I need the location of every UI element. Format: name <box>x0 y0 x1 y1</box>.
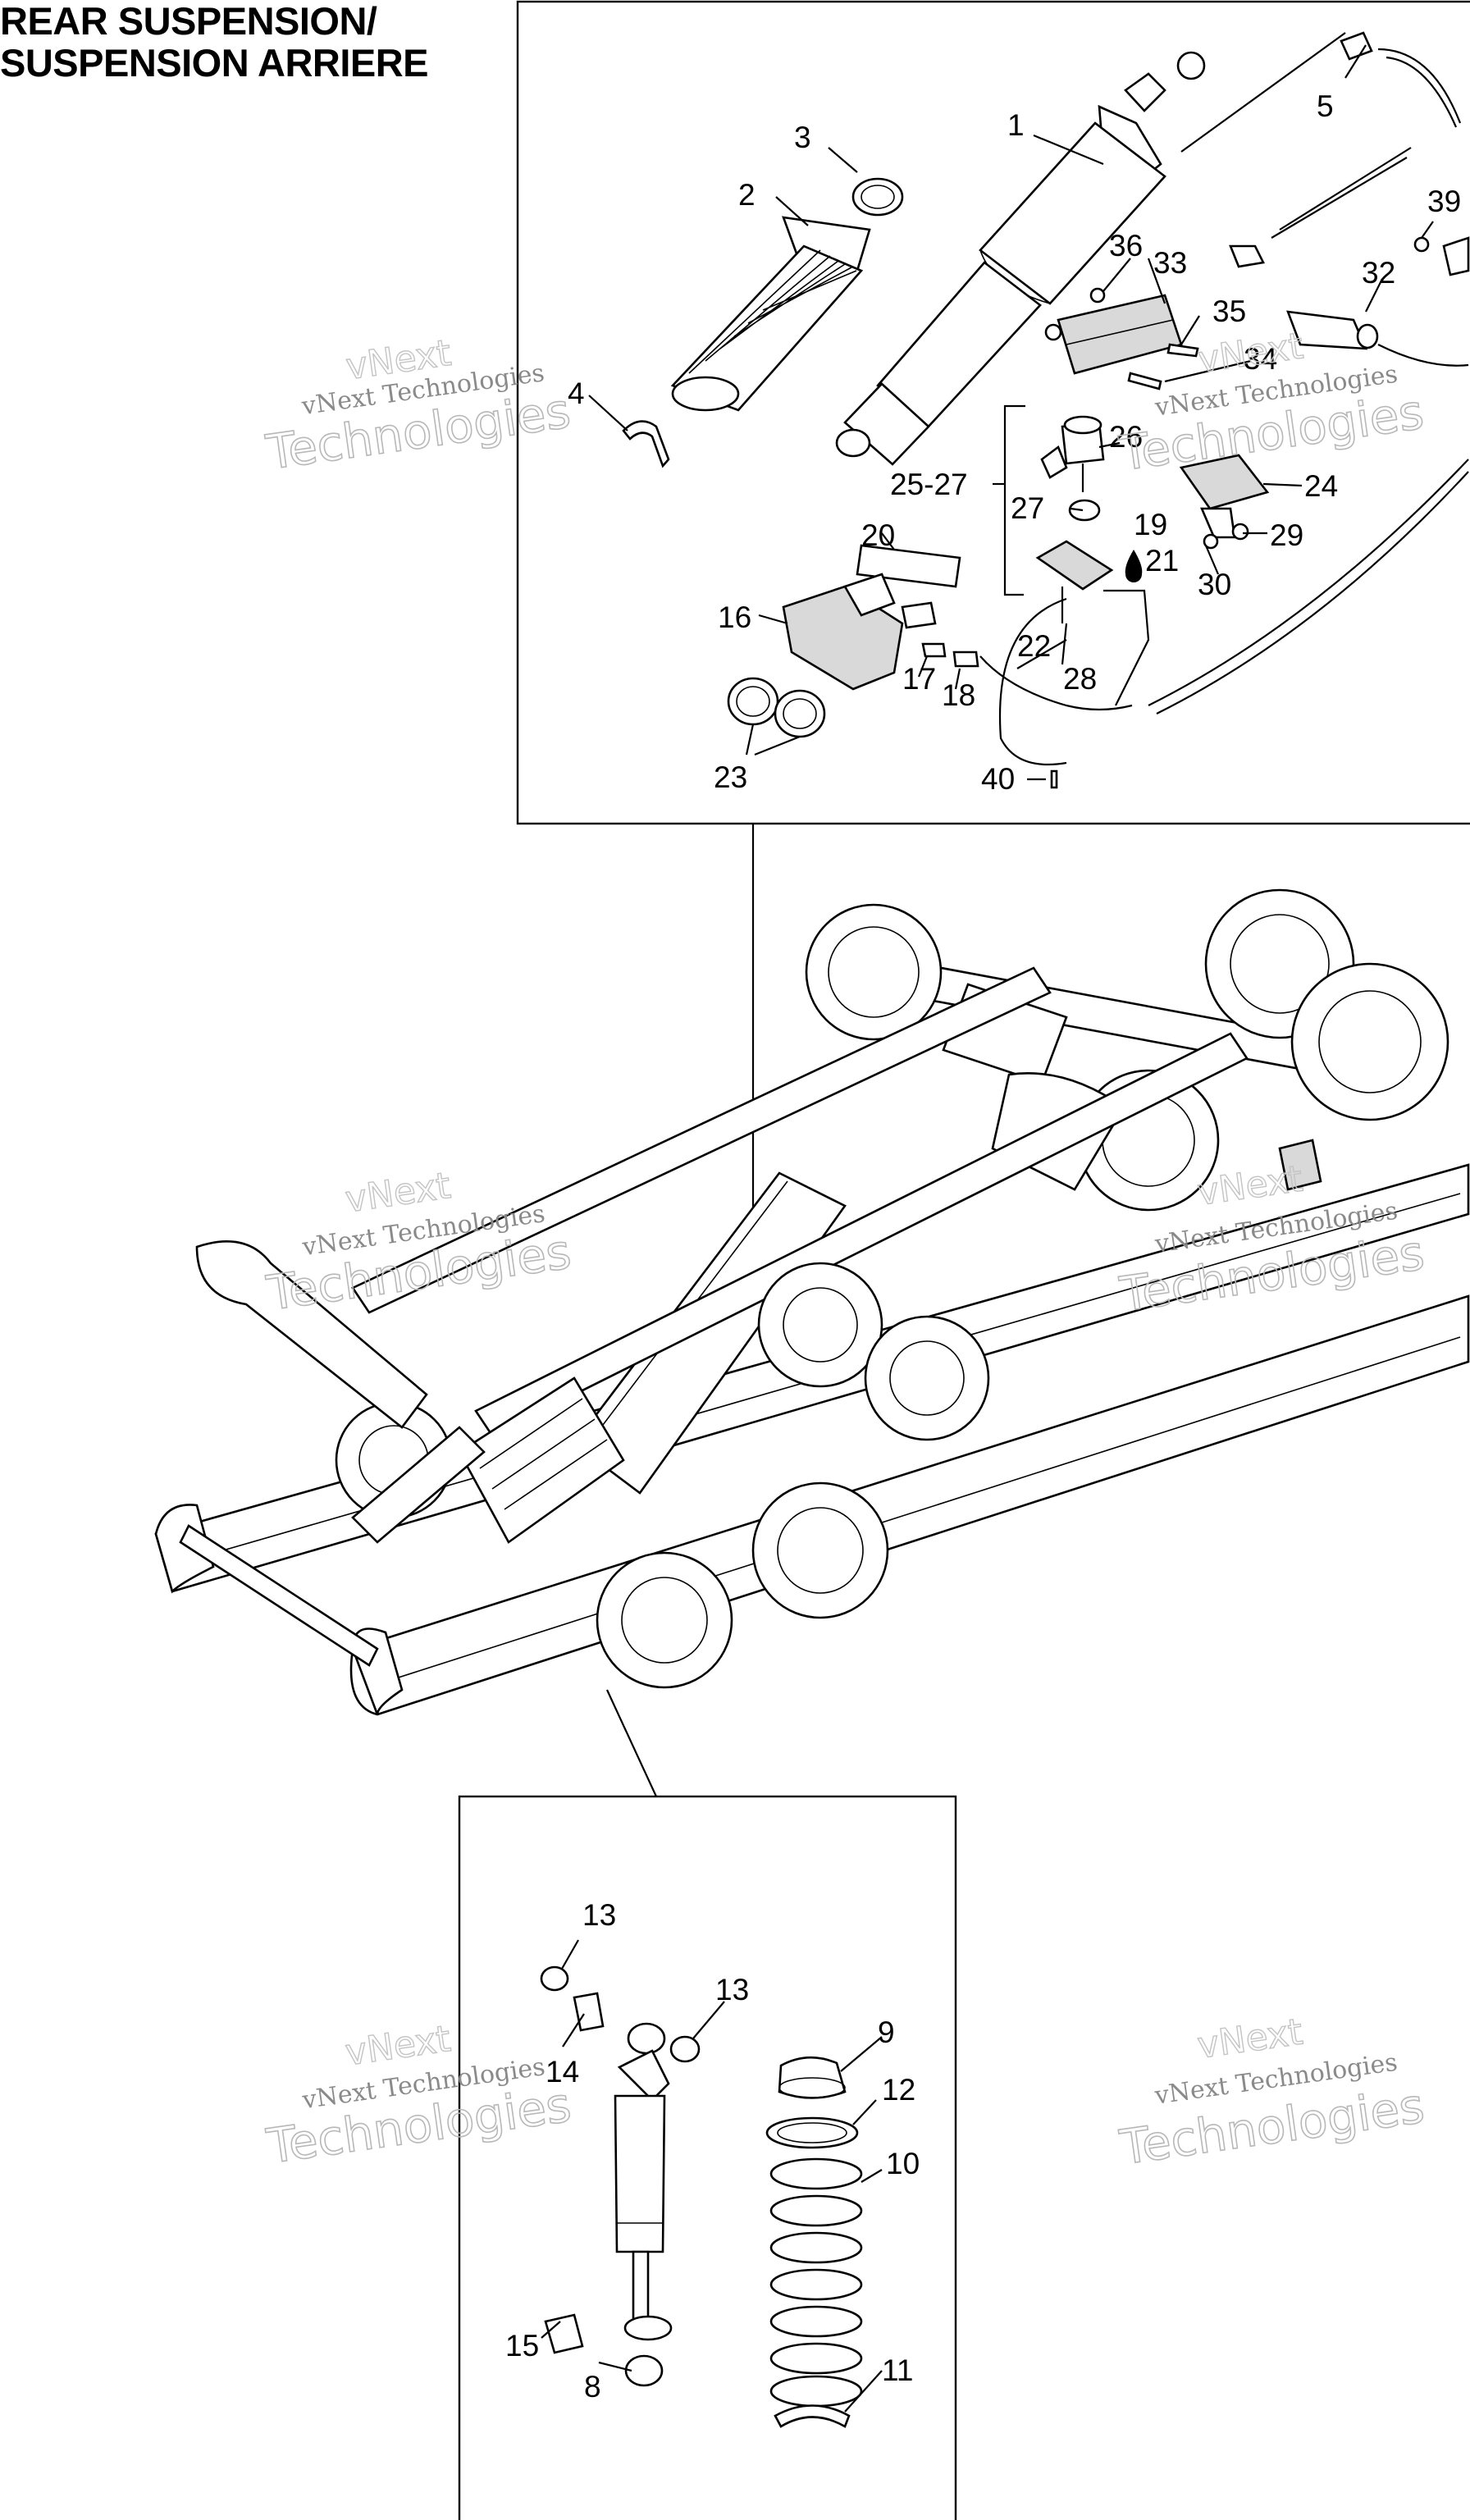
part-2-bellows-boot <box>670 216 871 412</box>
callout-27: 27 <box>1011 491 1044 525</box>
part-13-14-bushings <box>540 1965 701 2063</box>
part-10-coil-spring <box>769 2157 863 2408</box>
callout-24: 24 <box>1304 469 1338 503</box>
watermark-middle-left: vNext vNext Technologies Technologies <box>262 1164 575 1322</box>
callout-8: 8 <box>584 2370 601 2404</box>
callout-21: 21 <box>1145 544 1179 578</box>
callout-11: 11 <box>882 2353 913 2387</box>
callout-28: 28 <box>1063 662 1097 696</box>
svg-text:vNext: vNext <box>343 2018 453 2074</box>
drop-icon <box>1125 550 1143 582</box>
watermark-bottom-right: vNext vNext Technologies Technologies <box>1116 2011 1428 2176</box>
part-4-snap-ring <box>622 420 670 468</box>
callout-15: 15 <box>505 2329 539 2362</box>
callout-30: 30 <box>1198 568 1231 601</box>
callout-23: 23 <box>714 760 747 794</box>
callout-5: 5 <box>1317 89 1334 123</box>
svg-text:vNext: vNext <box>343 1165 453 1221</box>
callout-17: 17 <box>902 662 936 696</box>
part-16-control-module <box>782 573 1133 711</box>
callout-3: 3 <box>794 121 811 154</box>
svg-text:vNext: vNext <box>1195 2011 1305 2066</box>
callout-9: 9 <box>878 2016 895 2049</box>
watermark-bottom-left: vNext vNext Technologies Technologies <box>262 2017 575 2175</box>
callout-10: 10 <box>886 2147 920 2180</box>
part-15-bushing <box>544 2313 584 2354</box>
lower-callouts: 13 13 14 9 12 10 15 8 11 <box>505 1898 920 2404</box>
callout-12: 12 <box>882 2073 915 2107</box>
callout-2: 2 <box>738 178 756 212</box>
upper-callouts: 1 2 3 4 5 36 33 35 34 32 39 26 24 25-27 … <box>568 89 1461 796</box>
callout-36: 36 <box>1109 229 1143 262</box>
callout-13a: 13 <box>582 1898 616 1932</box>
part-1-center-shock <box>835 51 1206 466</box>
part-11-circlip <box>774 2404 851 2428</box>
svg-text:vNext: vNext <box>1195 325 1305 381</box>
part-9-spring-retainer <box>778 2056 847 2099</box>
callout-33: 33 <box>1153 246 1187 280</box>
part-24-bracket <box>1148 454 1469 714</box>
callout-4: 4 <box>568 377 585 410</box>
lower-leader-lines <box>541 1939 883 2413</box>
title-line-french: SUSPENSION ARRIERE <box>0 41 429 84</box>
callout-14: 14 <box>546 2055 579 2089</box>
callout-16: 16 <box>718 600 751 634</box>
callout-26: 26 <box>1109 420 1143 454</box>
callout-19: 19 <box>1134 508 1167 541</box>
upper-leader-lines <box>588 32 1434 781</box>
part-40-pin <box>1050 769 1058 789</box>
part-8-rear-shock <box>614 2022 673 2387</box>
page-title: REAR SUSPENSION/ SUSPENSION ARRIERE <box>0 0 429 84</box>
callout-32: 32 <box>1362 256 1395 290</box>
part-23-clamps <box>727 677 826 738</box>
upper-detail-frame <box>516 0 1470 825</box>
part-25-27-valve-assembly <box>999 404 1150 766</box>
callout-1: 1 <box>1007 108 1025 142</box>
callout-29: 29 <box>1270 518 1303 552</box>
callout-34: 34 <box>1244 342 1277 376</box>
title-line-english: REAR SUSPENSION/ <box>0 0 377 43</box>
parts-32-to-39-hardware <box>1044 236 1470 390</box>
watermark-top-left: vNext vNext Technologies Technologies <box>262 331 574 481</box>
callout-22: 22 <box>1017 629 1051 663</box>
callout-13b: 13 <box>715 1973 749 2006</box>
part-5-hose-fitting <box>1271 31 1462 239</box>
callout-35: 35 <box>1212 294 1246 328</box>
callout-25-27: 25-27 <box>890 468 968 501</box>
lower-detail-frame <box>458 1795 957 2520</box>
part-3-ring <box>851 177 904 217</box>
callout-18: 18 <box>942 678 975 712</box>
watermark-top-right: vNext vNext Technologies Technologies <box>1115 325 1427 482</box>
callout-39: 39 <box>1427 185 1461 218</box>
callout-20: 20 <box>861 518 895 552</box>
callout-40: 40 <box>981 762 1015 796</box>
rear-suspension-assembly <box>154 824 1470 1797</box>
